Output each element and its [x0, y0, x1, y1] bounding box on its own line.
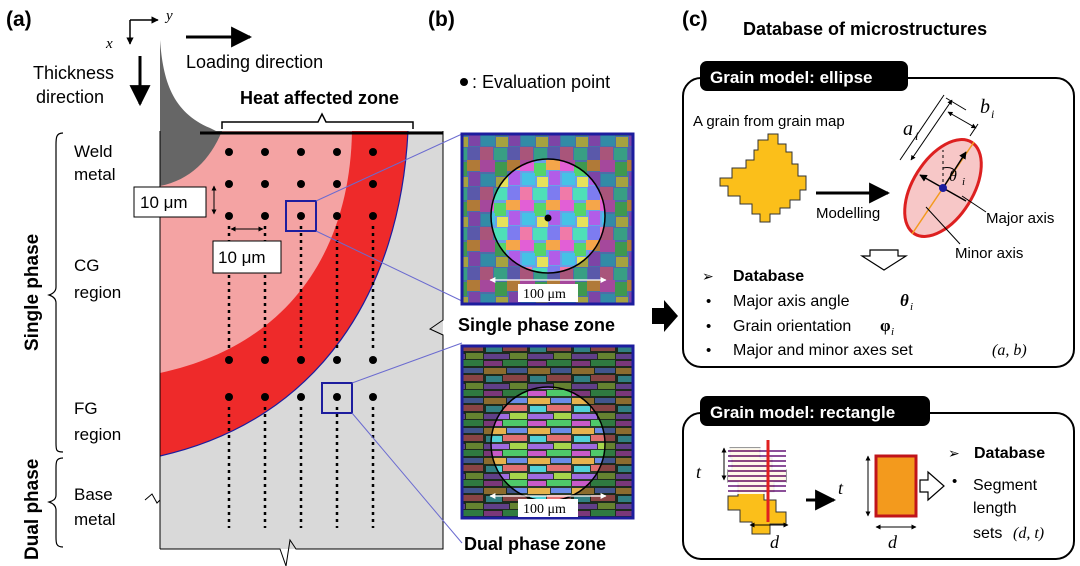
db2-bullet-icon: ➢: [948, 445, 960, 461]
modelling-label: Modelling: [816, 205, 880, 222]
weld-bead: [160, 40, 222, 134]
db1-item1-sym: θ: [900, 291, 909, 310]
weld-zone: [160, 131, 222, 186]
axis-glyph: y x: [105, 8, 173, 52]
micrograph-dual-phase: 100 μm: [460, 344, 635, 520]
evaluation-points: [225, 148, 377, 528]
break-mark-left: [144, 493, 161, 504]
dual-zone-label: Dual phase zone: [464, 534, 606, 554]
micrograph-single-phase: 100 μm: [460, 132, 635, 306]
haz-brace: [221, 112, 414, 129]
fg-label-1: FG: [74, 399, 98, 418]
db2-line3: sets: [973, 525, 1002, 542]
grid-row-4: [225, 356, 377, 364]
base-label-2: metal: [74, 510, 116, 529]
svg-text:i: i: [891, 326, 894, 338]
db2-line2: length: [973, 500, 1017, 517]
fg-label-2: region: [74, 425, 121, 444]
db1-item2: Grain orientation: [733, 318, 851, 335]
svg-text:i: i: [915, 129, 918, 143]
d-symbol-2: d: [888, 532, 898, 552]
svg-text:•: •: [706, 342, 711, 359]
zone-outline: [160, 131, 444, 566]
grid-dotted-columns: [227, 226, 375, 352]
svg-text:•: •: [706, 293, 711, 310]
minor-axis-label: Minor axis: [955, 245, 1023, 262]
base-label-1: Base: [74, 485, 113, 504]
zoom-lines: [315, 133, 463, 544]
panel-c-label: (c): [682, 8, 708, 31]
dual-phase-brace: [47, 457, 64, 548]
spacing-h-label: 10 μm: [218, 248, 266, 267]
panel-transition-arrow: [652, 300, 678, 332]
single-phase-label: Single phase: [22, 234, 43, 351]
panel-c-title: Database of microstructures: [743, 19, 987, 39]
axis-x-label: x: [105, 36, 113, 52]
haz-label: Heat affected zone: [240, 88, 399, 108]
grid-row-5: [225, 393, 377, 401]
grain-from-map-label: A grain from grain map: [693, 113, 845, 130]
spacing-horizontal: 10 μm: [212, 226, 282, 274]
theta-symbol: θ: [949, 168, 957, 185]
cg-label-1: CG: [74, 256, 100, 275]
a-symbol: a: [903, 118, 913, 140]
thickness-label-2: direction: [36, 87, 104, 107]
svg-text:i: i: [962, 176, 965, 188]
grid-dotted-columns-lower: [227, 407, 375, 528]
ellipse-header-bg: [700, 61, 908, 91]
t-symbol-2: t: [838, 478, 844, 498]
panel-a-label: (a): [6, 8, 32, 31]
major-axis-label: Major axis: [986, 210, 1054, 227]
grain-shape: [719, 133, 807, 223]
spacing-v-label: 10 μm: [140, 193, 188, 212]
right-arrow-icon: [919, 470, 945, 502]
single-zone-label: Single phase zone: [458, 315, 615, 335]
down-arrow-icon: [859, 249, 909, 271]
db1-bullet-icon: ➢: [702, 268, 714, 284]
weld-label-1: Weld: [74, 142, 112, 161]
db2-title: Database: [974, 445, 1045, 462]
panel-b-label: (b): [428, 8, 455, 31]
scale-bar-bottom: 100 μm: [523, 502, 566, 517]
db1-item1: Major axis angle: [733, 293, 850, 310]
db1-title: Database: [733, 268, 804, 285]
db1-item2-sym: φ: [880, 316, 891, 335]
t-symbol-1: t: [696, 462, 702, 482]
svg-text:•: •: [952, 473, 957, 490]
svg-text:i: i: [910, 301, 913, 313]
single-phase-brace: [47, 132, 64, 453]
highlight-box-cg: [285, 200, 317, 232]
ellipse-header: Grain model: ellipse: [710, 68, 873, 87]
rectangle-model: t d: [838, 454, 918, 552]
grid-row-2: [225, 180, 377, 188]
rect-header-bg: [700, 396, 930, 426]
d-symbol-1: d: [770, 532, 780, 552]
highlight-box-fg: [321, 382, 353, 414]
cg-label-2: region: [74, 283, 121, 302]
svg-text:i: i: [991, 107, 994, 121]
db1-item3: Major and minor axes set: [733, 342, 913, 359]
scale-bar-top: 100 μm: [523, 287, 566, 302]
grid-row-3: [225, 212, 377, 220]
dual-phase-label: Dual phase: [22, 459, 43, 560]
segmented-grain: t d: [696, 440, 789, 552]
ellipse-model: θ i a i b i: [899, 94, 994, 245]
axis-y-label: y: [164, 8, 173, 24]
db2-line1: Segment: [973, 477, 1038, 494]
svg-text:•: •: [706, 318, 711, 335]
legend-dot: [460, 78, 468, 86]
rect-header: Grain model: rectangle: [710, 403, 895, 422]
db1-item3-sym: (a, b): [992, 342, 1027, 359]
thickness-label-1: Thickness: [33, 63, 114, 83]
db2-sym: (d, t): [1013, 525, 1044, 542]
legend-label: : Evaluation point: [472, 72, 610, 92]
b-symbol: b: [980, 96, 990, 118]
loading-label: Loading direction: [186, 52, 323, 72]
spacing-vertical: 10 μm: [133, 185, 217, 218]
weld-label-2: metal: [74, 165, 116, 184]
grid-row-1: [225, 148, 377, 156]
